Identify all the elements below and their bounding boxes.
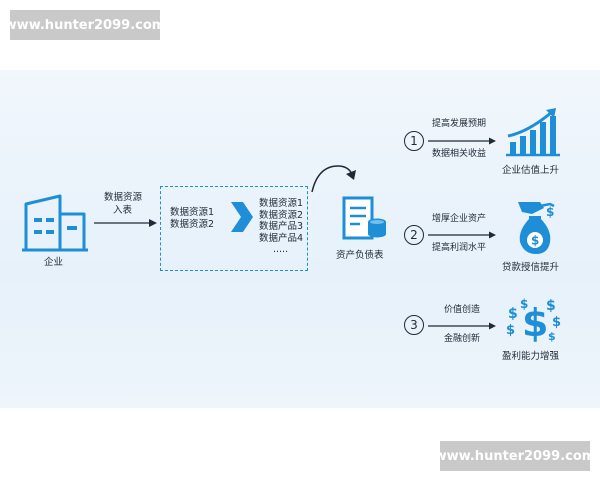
outcome-number-2: 2 bbox=[404, 225, 424, 245]
money-bag-hand-icon: $ $ bbox=[518, 202, 555, 254]
watermark-top: www.hunter2099.com bbox=[5, 10, 165, 40]
right-resource-item: 数据资源1 bbox=[259, 198, 304, 209]
input-arrow-label-line1: 数据资源 bbox=[104, 192, 143, 203]
enterprise-label: 企业 bbox=[44, 257, 64, 268]
outcome-1-arrow bbox=[428, 137, 496, 145]
svg-text:$: $ bbox=[531, 234, 539, 248]
svg-text:$: $ bbox=[522, 301, 548, 345]
outcome-2-bottom-label: 提高利润水平 bbox=[432, 243, 487, 253]
outcome-2-top-label: 增厚企业资产 bbox=[432, 214, 487, 224]
left-resource-list: 数据资源1 数据资源2 bbox=[170, 207, 214, 230]
svg-text:$: $ bbox=[520, 297, 528, 311]
right-resource-item: ..... bbox=[273, 244, 289, 255]
input-arrow bbox=[94, 219, 157, 227]
outcome-3-top-label: 价值创造 bbox=[444, 305, 481, 315]
balance-sheet-icon bbox=[342, 196, 386, 240]
data-resources-box bbox=[160, 186, 308, 271]
outcome-3-result-label: 盈利能力增强 bbox=[502, 351, 560, 362]
outcome-1-top-label: 提高发展预期 bbox=[432, 119, 487, 129]
right-resource-item: 数据资源2 bbox=[259, 209, 304, 221]
svg-text:$: $ bbox=[552, 315, 561, 330]
watermark-bottom: www.hunter2099.com bbox=[435, 441, 595, 471]
growth-bar-chart-icon bbox=[506, 108, 560, 157]
outcome-2-result-label: 贷款授信提升 bbox=[502, 262, 560, 273]
right-resource-list: 数据资源1 数据资源2 数据产品3 数据产品4 ..... bbox=[259, 198, 303, 256]
svg-text:$: $ bbox=[508, 306, 518, 322]
outcome-number-3: 3 bbox=[404, 315, 424, 335]
outcome-1-result-label: 企业估值上升 bbox=[502, 165, 560, 176]
input-arrow-label-line2: 入表 bbox=[113, 205, 133, 216]
outcome-1-bottom-label: 数据相关收益 bbox=[432, 149, 487, 159]
balance-sheet-label: 资产负债表 bbox=[336, 250, 384, 261]
dollar-signs-icon: $ $ $ $ $ $ $ bbox=[506, 297, 561, 345]
svg-text:$: $ bbox=[506, 323, 515, 338]
svg-text:$: $ bbox=[548, 330, 556, 343]
svg-text:$: $ bbox=[546, 298, 556, 314]
diagram-panel bbox=[0, 70, 600, 408]
right-resource-item: 数据产品3 bbox=[259, 221, 304, 232]
outcome-3-arrow bbox=[428, 322, 496, 330]
left-resource-item: 数据资源2 bbox=[170, 218, 215, 230]
outcome-2-arrow bbox=[428, 231, 496, 239]
curved-arrow bbox=[311, 165, 356, 193]
right-resource-item: 数据产品4 bbox=[259, 232, 304, 244]
left-resource-item: 数据资源1 bbox=[170, 207, 215, 218]
building-icon bbox=[22, 194, 88, 252]
chevron-right-icon bbox=[231, 202, 253, 232]
svg-text:$: $ bbox=[546, 205, 554, 219]
outcome-number-1: 1 bbox=[404, 131, 424, 151]
outcome-3-bottom-label: 金融创新 bbox=[444, 334, 481, 344]
